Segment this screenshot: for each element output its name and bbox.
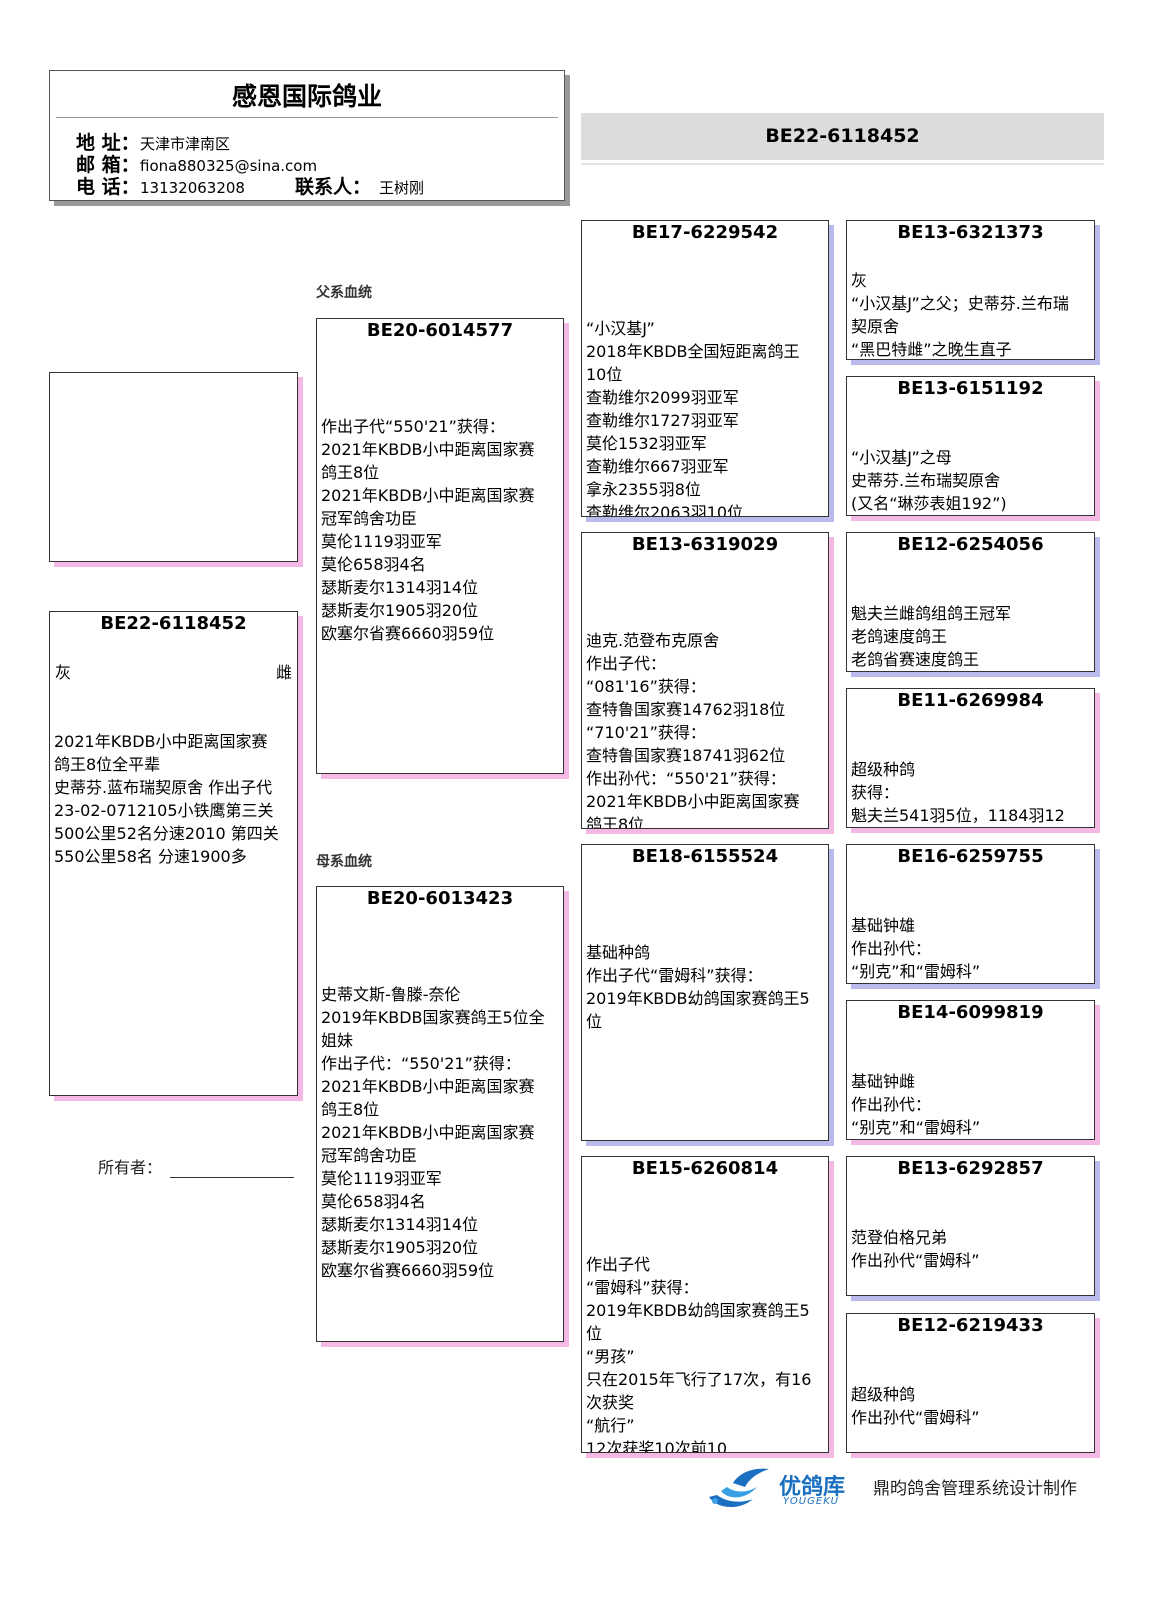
email-value: fiona880325@sina.com xyxy=(140,157,318,175)
grandparent-notes: “小汉基J” 2018年KBDB全国短距离鸽王 10位 查勒维尔2099羽亚军 … xyxy=(586,319,800,517)
great-grandparent-box: BE13-6151192 “小汉基J”之母 史蒂芬.兰布瑞契原舍 (又名“琳莎表… xyxy=(846,376,1095,516)
sire-ring: BE20-6014577 xyxy=(366,320,514,341)
great-grandparent-notes: 魁夫兰雌鸽组鸽王冠军 老鸽速度鸽王 老鸽省赛速度鸽王 xyxy=(851,604,1012,669)
contact-label: 联系人： xyxy=(294,176,371,198)
phone-row: 电 话：13132063208 联系人： 王树刚 xyxy=(76,172,424,199)
great-grandparent-box: BE13-6292857 范登伯格兄弟 作出孙代“雷姆科” xyxy=(846,1156,1095,1296)
phone-value: 13132063208 xyxy=(140,179,245,197)
contact-value: 王树刚 xyxy=(379,179,425,197)
dam-ring: BE20-6013423 xyxy=(366,888,514,909)
great-grandparent-notes: 范登伯格兄弟 作出孙代“雷姆科” xyxy=(851,1228,980,1270)
grandparent-notes: 作出子代 “雷姆科”获得： 2019年KBDB幼鸽国家赛鸽王5 位 “男孩” 只… xyxy=(586,1255,812,1453)
pigeon-logo-icon xyxy=(709,1468,769,1508)
granddam-paternal-box: BE13-6319029 迪克.范登布克原舍 作出子代： “081'16”获得：… xyxy=(581,532,829,829)
subject-notes: 2021年KBDB小中距离国家赛 鸽王8位全平辈 史蒂芬.蓝布瑞契原舍 作出子代… xyxy=(54,732,279,866)
grandsire-maternal-box: BE18-6155524 基础种鸽 作出子代“雷姆科”获得： 2019年KBDB… xyxy=(581,844,829,1141)
photo-box xyxy=(49,372,298,562)
sire-notes: 作出子代“550'21”获得： 2021年KBDB小中距离国家赛 鸽王8位 20… xyxy=(321,417,535,643)
great-grandparent-notes: 基础钟雌 作出孙代： “别克”和“雷姆科” xyxy=(851,1072,981,1137)
great-grandparent-ring: BE11-6269984 xyxy=(897,690,1044,711)
grandparent-notes: 迪克.范登布克原舍 作出子代： “081'16”获得： 查特鲁国家赛14762羽… xyxy=(586,631,800,829)
great-grandparent-box: BE14-6099819 基础钟雌 作出孙代： “别克”和“雷姆科” xyxy=(846,1000,1095,1140)
main-ring-banner: BE22-6118452 xyxy=(581,113,1104,160)
sire-line-label: 父系血统 xyxy=(316,285,372,301)
great-grandparent-ring: BE13-6292857 xyxy=(897,1158,1044,1179)
subject-box: BE22-6118452 灰 雌 2021年KBDB小中距离国家赛 鸽王8位全平… xyxy=(49,611,298,1096)
great-grandparent-box: BE12-6254056 魁夫兰雌鸽组鸽王冠军 老鸽速度鸽王 老鸽省赛速度鸽王 xyxy=(846,532,1095,672)
grandsire-paternal-box: BE17-6229542 “小汉基J” 2018年KBDB全国短距离鸽王 10位… xyxy=(581,220,829,517)
dam-line-label: 母系血统 xyxy=(316,854,372,870)
great-grandparent-box: BE13-6321373 灰 “小汉基J”之父；史蒂芬.兰布瑞 契原舍 “黑巴特… xyxy=(846,220,1095,360)
address-label: 地 址： xyxy=(76,132,140,154)
great-grandparent-ring: BE13-6321373 xyxy=(897,222,1044,243)
email-row: 邮 箱：fiona880325@sina.com xyxy=(76,150,317,177)
great-grandparent-notes: “小汉基J”之母 史蒂芬.兰布瑞契原舍 (又名“琳莎表姐192”) xyxy=(851,448,1007,513)
dam-notes: 史蒂文斯-鲁滕-奈伦 2019年KBDB国家赛鸽王5位全 姐妹 作出子代：“55… xyxy=(321,985,545,1280)
brand-subtitle: YOUGEKU xyxy=(783,1496,839,1507)
address-row: 地 址：天津市津南区 xyxy=(76,128,230,155)
sire-box: BE20-6014577 作出子代“550'21”获得： 2021年KBDB小中… xyxy=(316,318,564,774)
owner-line: 所有者： xyxy=(98,1154,295,1178)
owner-label: 所有者： xyxy=(98,1158,163,1177)
subject-ring: BE22-6118452 xyxy=(100,613,247,634)
banner-underline xyxy=(581,163,1104,165)
loft-name: 感恩国际鸽业 xyxy=(231,82,382,111)
grandparent-ring: BE15-6260814 xyxy=(631,1158,779,1179)
footer-credit: 鼎昀鸽舍管理系统设计制作 xyxy=(873,1479,1077,1499)
great-grandparent-notes: 超级种鸽 获得： 魁夫兰541羽5位，1184羽12 xyxy=(851,760,1065,825)
granddam-maternal-box: BE15-6260814 作出子代 “雷姆科”获得： 2019年KBDB幼鸽国家… xyxy=(581,1156,829,1453)
great-grandparent-ring: BE13-6151192 xyxy=(897,378,1044,399)
great-grandparent-notes: 超级种鸽 作出孙代“雷姆科” xyxy=(851,1385,980,1427)
dam-box: BE20-6013423 史蒂文斯-鲁滕-奈伦 2019年KBDB国家赛鸽王5位… xyxy=(316,886,564,1342)
subject-color: 灰 xyxy=(55,663,72,682)
header-divider xyxy=(56,117,558,118)
grandparent-ring: BE18-6155524 xyxy=(631,846,779,867)
owner-blank xyxy=(170,1161,295,1178)
great-grandparent-ring: BE14-6099819 xyxy=(897,1002,1044,1023)
grandparent-ring: BE17-6229542 xyxy=(631,222,779,243)
email-label: 邮 箱： xyxy=(76,154,140,176)
great-grandparent-ring: BE12-6254056 xyxy=(897,534,1044,555)
great-grandparent-box: BE16-6259755 基础钟雄 作出孙代： “别克”和“雷姆科” xyxy=(846,844,1095,984)
great-grandparent-box: BE12-6219433 超级种鸽 作出孙代“雷姆科” xyxy=(846,1313,1095,1453)
great-grandparent-ring: BE12-6219433 xyxy=(897,1315,1044,1336)
header-card: 感恩国际鸽业 地 址：天津市津南区 邮 箱：fiona880325@sina.c… xyxy=(49,70,565,201)
brand-name: 优鸽库 xyxy=(779,1475,846,1500)
great-grandparent-notes: 灰 “小汉基J”之父；史蒂芬.兰布瑞 契原舍 “黑巴特雌”之晚生直子 xyxy=(851,271,1069,359)
great-grandparent-ring: BE16-6259755 xyxy=(897,846,1044,867)
great-grandparent-box: BE11-6269984 超级种鸽 获得： 魁夫兰541羽5位，1184羽12 xyxy=(846,688,1095,828)
address-value: 天津市津南区 xyxy=(140,135,231,153)
phone-label: 电 话： xyxy=(76,176,140,198)
grandparent-ring: BE13-6319029 xyxy=(631,534,779,555)
grandparent-notes: 基础种鸽 作出子代“雷姆科”获得： 2019年KBDB幼鸽国家赛鸽王5 位 xyxy=(586,943,810,1031)
subject-sex: 雌 xyxy=(275,663,292,682)
great-grandparent-notes: 基础钟雄 作出孙代： “别克”和“雷姆科” xyxy=(851,916,981,981)
